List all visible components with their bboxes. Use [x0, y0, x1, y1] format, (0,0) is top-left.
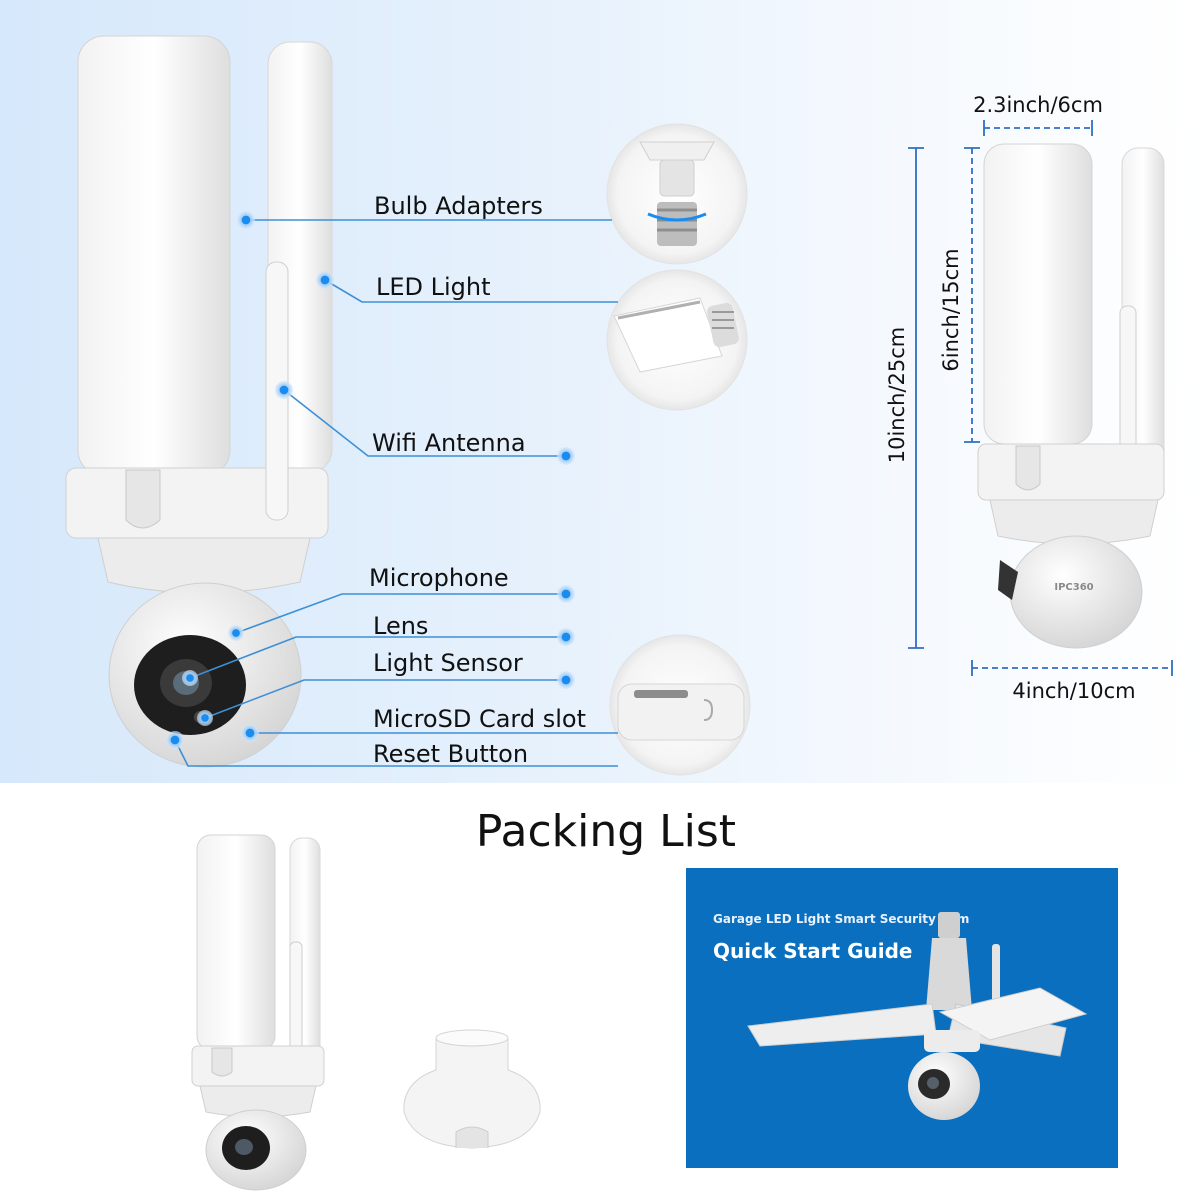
dimension-camera-illustration: IPC360: [977, 143, 1165, 649]
wifi-antenna-label: Wifi Antenna: [372, 429, 526, 457]
microsd-slot-marker: [241, 724, 259, 742]
microphone-label: Microphone: [369, 564, 509, 592]
guide-subtitle: Garage LED Light Smart Security Cam: [713, 912, 969, 926]
callout-lines: [174, 219, 618, 767]
wifi-antenna-end-marker: [557, 447, 575, 465]
light-sensor-end-marker: [557, 671, 575, 689]
quick-start-guide-illustration: Garage LED Light Smart Security Cam Quic…: [686, 868, 1118, 1168]
dimension-lines: [908, 120, 1173, 676]
lens-label: Lens: [373, 612, 428, 640]
packed-bulb-adapter-illustration: [403, 1029, 541, 1149]
led-light-label: LED Light: [376, 273, 491, 301]
panel-height-label: 6inch/15cm: [939, 248, 963, 371]
microsd-slot-detail: [609, 634, 751, 776]
wifi-antenna-marker: [275, 381, 293, 399]
main-camera-illustration: [65, 35, 333, 768]
guide-title: Quick Start Guide: [713, 939, 912, 963]
lens-marker: [182, 670, 198, 686]
product-mark: IPC360: [1054, 582, 1093, 593]
light-sensor-marker: [197, 710, 213, 726]
width-top-label: 2.3inch/6cm: [973, 93, 1103, 117]
bulb-adapters-label: Bulb Adapters: [374, 192, 543, 220]
callout-dots: [166, 211, 575, 749]
microphone-end-marker: [557, 585, 575, 603]
reset-button-label: Reset Button: [373, 740, 528, 768]
microphone-marker: [228, 625, 244, 641]
bulb-adapters-marker: [237, 211, 255, 229]
led-light-detail: [606, 269, 748, 411]
bulb-adapter-detail: [606, 123, 748, 265]
packing-list-title: Packing List: [476, 806, 736, 857]
packed-camera-illustration: [191, 834, 325, 1191]
led-light-marker: [316, 271, 334, 289]
light-sensor-label: Light Sensor: [373, 649, 523, 677]
reset-button-marker: [166, 731, 184, 749]
width-bottom-label: 4inch/10cm: [1012, 679, 1135, 703]
lens-end-marker: [557, 628, 575, 646]
microsd-slot-label: MicroSD Card slot: [373, 705, 586, 733]
total-height-label: 10inch/25cm: [885, 327, 909, 464]
